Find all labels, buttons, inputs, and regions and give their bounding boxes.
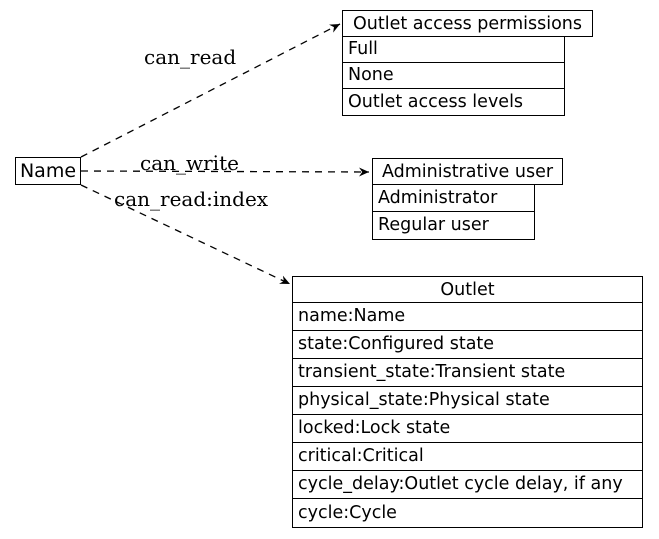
table-row: Full xyxy=(343,37,564,63)
table-rows-outlet-access-permissions: Full None Outlet access levels xyxy=(342,35,565,116)
table-row: cycle:Cycle xyxy=(298,502,397,523)
edge-label-can-write: can_write xyxy=(140,151,239,175)
table-row: critical:Critical xyxy=(293,443,642,471)
edge-label-can-read-index: can_read:index xyxy=(114,187,269,211)
edge-can-read xyxy=(80,23,341,158)
table-row: Outlet access levels xyxy=(348,91,524,112)
table-outlet-access-permissions: Outlet access permissions Full None Outl… xyxy=(342,10,593,116)
table-row: cycle_delay:Outlet cycle delay, if any xyxy=(293,471,642,499)
table-row: physical_state:Physical state xyxy=(293,387,642,415)
table-row: state:Configured state xyxy=(293,331,642,359)
table-row: Administrator xyxy=(373,185,534,212)
table-rows-outlet: name:Name state:Configured state transie… xyxy=(292,301,643,528)
table-row: transient_state:Transient state xyxy=(293,359,642,387)
table-rows-administrative-user: Administrator Regular user xyxy=(372,183,535,240)
table-row: name:Name xyxy=(293,303,642,331)
table-header-outlet-access-permissions: Outlet access permissions xyxy=(342,10,593,37)
table-header-administrative-user: Administrative user xyxy=(372,158,563,185)
edge-label-can-read: can_read xyxy=(144,45,237,69)
table-outlet: Outlet name:Name state:Configured state … xyxy=(292,276,643,528)
edge-can-write xyxy=(80,167,370,177)
table-row: locked:Lock state xyxy=(293,415,642,443)
table-header-outlet: Outlet xyxy=(292,276,643,303)
table-administrative-user: Administrative user Administrator Regula… xyxy=(372,158,563,240)
table-row: None xyxy=(343,63,564,89)
node-name-label: Name xyxy=(19,160,77,182)
node-name: Name xyxy=(15,157,81,185)
table-row: Regular user xyxy=(378,215,489,236)
